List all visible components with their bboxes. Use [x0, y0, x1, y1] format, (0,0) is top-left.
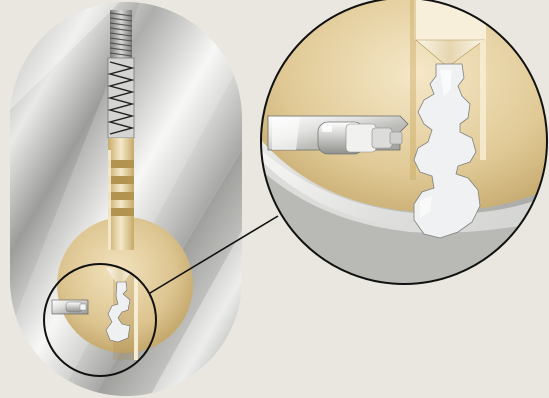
spring-channel [108, 58, 134, 138]
cam-bolt-small [52, 300, 88, 314]
cam-bolt-zoom [268, 116, 408, 154]
zoom-inset [261, 0, 547, 290]
set-screw [110, 10, 132, 58]
pin-stack [108, 138, 134, 250]
